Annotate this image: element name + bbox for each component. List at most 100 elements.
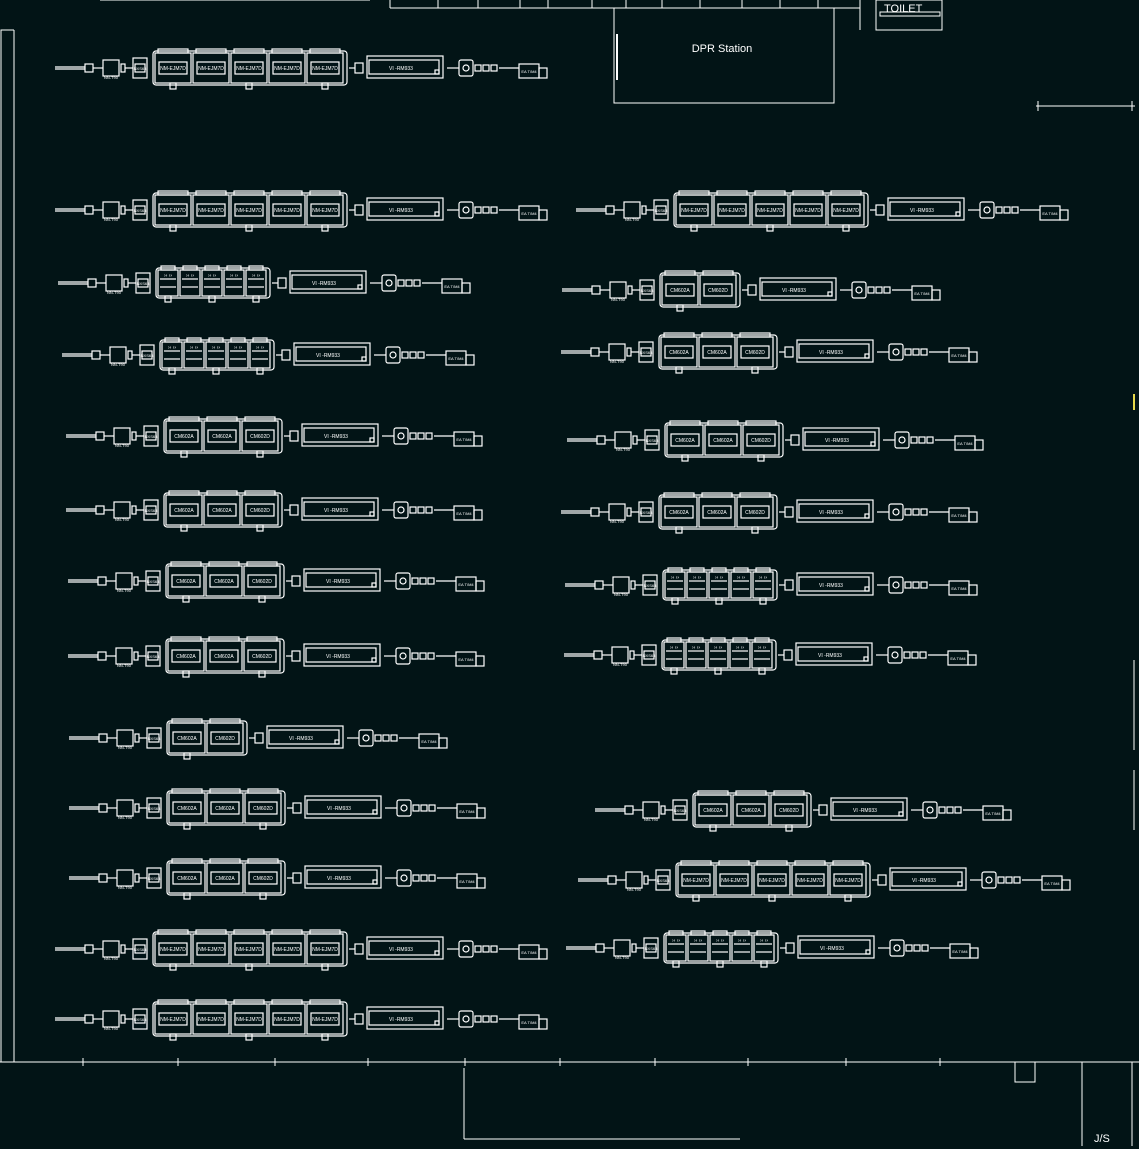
aoi-unit bbox=[396, 799, 412, 817]
mounter-unit: CM602A bbox=[732, 790, 770, 826]
aoi-unit bbox=[888, 343, 904, 361]
mounter-unit: NM-EJM7D bbox=[192, 48, 230, 84]
loader-unit: NN-T90 bbox=[609, 281, 633, 302]
mounter-frame bbox=[658, 334, 778, 370]
stacker bbox=[97, 576, 107, 586]
aoi-unit bbox=[894, 431, 910, 449]
loader-unit: NN-T90 bbox=[113, 501, 137, 522]
unloader-unit: EA T/M4 bbox=[453, 431, 483, 447]
mounter-label: NM-EJM7D bbox=[198, 66, 224, 72]
mounter-unit: CM602D bbox=[241, 490, 279, 532]
loader-label: NN-T90 bbox=[611, 297, 626, 302]
aoi-unit bbox=[396, 869, 412, 887]
printer-label: NXS63 bbox=[655, 208, 668, 213]
mounter-frame bbox=[663, 932, 779, 964]
reflow-label: VI -RM933 bbox=[324, 434, 348, 440]
reflow-label: VI -RM933 bbox=[389, 66, 413, 72]
mounter-unit: CM602D bbox=[244, 858, 282, 900]
feeder-arrows: ›› ›› bbox=[186, 273, 194, 279]
feeder-arrows: ›› ›› bbox=[716, 938, 724, 944]
inspection-unit bbox=[354, 943, 364, 955]
feeder-arrows: ›› ›› bbox=[256, 345, 264, 351]
unloader-unit: EA T/M4 bbox=[518, 63, 548, 79]
mounter-label: CM602D bbox=[250, 508, 270, 514]
unloader-unit: EA T/M4 bbox=[518, 944, 548, 960]
mounter-unit: NM-EJM7D bbox=[230, 929, 268, 971]
loader-label: NN-T90 bbox=[118, 745, 133, 750]
feeder-arrows: ›› ›› bbox=[714, 645, 722, 651]
mounter-unit: NM-EJM7D bbox=[713, 190, 751, 226]
inspection-unit bbox=[281, 349, 291, 361]
unloader-label: EA T/M4 bbox=[458, 657, 474, 662]
loader-label: NN-T90 bbox=[644, 817, 659, 822]
stacker bbox=[590, 347, 600, 357]
unloader-unit: EA T/M4 bbox=[456, 873, 486, 889]
mounter-unit: NM-EJM7D bbox=[715, 860, 753, 896]
reflow-label: VI -RM933 bbox=[327, 876, 351, 882]
mounter-unit: ›› ›› bbox=[708, 567, 730, 605]
mounter-label: CM602D bbox=[779, 808, 799, 814]
mounter-frame bbox=[159, 339, 275, 371]
unloader-label: EA T/M4 bbox=[521, 211, 537, 216]
mounter-frame bbox=[664, 422, 784, 458]
unloader-unit: EA T/M4 bbox=[445, 350, 475, 366]
printer-label: NXS63 bbox=[145, 508, 158, 513]
mounter-label: CM602A bbox=[713, 438, 733, 444]
stacker bbox=[91, 350, 101, 360]
printer-unit: NXS63 bbox=[639, 279, 655, 301]
unloader-label: EA T/M4 bbox=[458, 582, 474, 587]
mounter-label: CM602D bbox=[250, 434, 270, 440]
mounter-unit: NM-EJM7D bbox=[751, 190, 789, 232]
mounter-unit: NM-EJM7D bbox=[827, 190, 865, 232]
mounter-label: CM602A bbox=[675, 438, 695, 444]
mounter-label: NM-EJM7D bbox=[274, 208, 300, 214]
mounter-frame bbox=[152, 1001, 348, 1037]
reflow-oven: VI -RM933 bbox=[366, 1006, 444, 1030]
unloader-label: EA T/M4 bbox=[951, 513, 967, 518]
printer-unit: NXS63 bbox=[672, 799, 688, 821]
mounter-label: CM602A bbox=[214, 579, 234, 585]
printer-label: NXS63 bbox=[640, 350, 653, 355]
printer-label: NXS63 bbox=[646, 438, 659, 443]
mounter-unit: ›› ›› bbox=[183, 337, 205, 369]
mounter-unit: NM-EJM7D bbox=[154, 929, 192, 971]
mounter-unit: ›› ›› bbox=[752, 567, 774, 605]
mounter-unit: CM602A bbox=[660, 492, 698, 534]
unloader-unit: EA T/M4 bbox=[441, 278, 471, 294]
inspection-unit bbox=[784, 346, 794, 358]
loader-label: NN-T90 bbox=[104, 75, 119, 80]
reflow-label: VI -RM933 bbox=[324, 508, 348, 514]
mounter-unit: CM602A bbox=[661, 270, 699, 312]
printer-unit: NXS63 bbox=[146, 797, 162, 819]
mounter-label: CM602A bbox=[669, 510, 689, 516]
unloader-label: EA T/M4 bbox=[444, 284, 460, 289]
wall-ticks bbox=[82, 0, 941, 1066]
unloader-unit: EA T/M4 bbox=[948, 347, 978, 363]
reflow-label: VI -RM933 bbox=[820, 946, 844, 952]
mounter-label: CM602A bbox=[707, 510, 727, 516]
mounter-unit: CM602D bbox=[736, 332, 774, 374]
printer-label: NXS63 bbox=[145, 434, 158, 439]
reflow-label: VI -RM933 bbox=[910, 208, 934, 214]
mounter-unit: CM602A bbox=[205, 636, 243, 672]
printer-label: NXS63 bbox=[147, 654, 160, 659]
mounter-label: NM-EJM7D bbox=[236, 66, 262, 72]
loader-label: NN-T90 bbox=[625, 217, 640, 222]
inspection-unit bbox=[291, 650, 301, 662]
mounter-unit: NM-EJM7D bbox=[230, 999, 268, 1041]
reflow-oven: VI -RM933 bbox=[759, 277, 837, 301]
reflow-label: VI -RM933 bbox=[389, 947, 413, 953]
mounter-unit: NM-EJM7D bbox=[677, 860, 715, 902]
mounter-unit: NM-EJM7D bbox=[789, 190, 827, 226]
inspection-unit bbox=[354, 62, 364, 74]
mounter-unit: CM602A bbox=[205, 561, 243, 597]
reflow-label: VI -RM933 bbox=[825, 438, 849, 444]
mounter-unit: NM-EJM7D bbox=[230, 48, 268, 90]
